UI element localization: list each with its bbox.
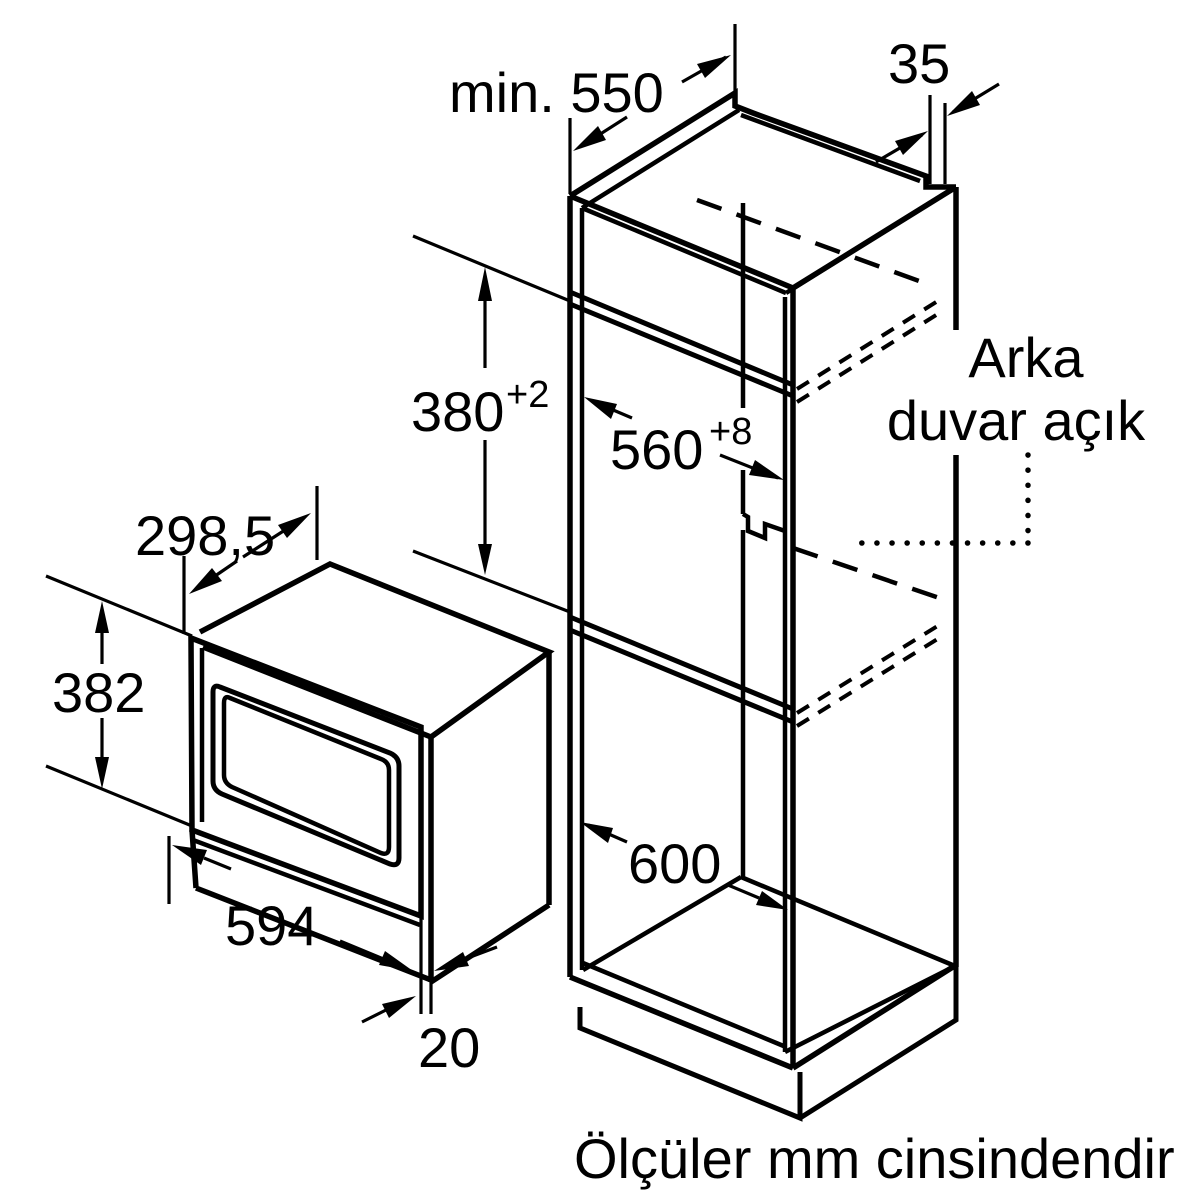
rear-gap-lines <box>875 82 1000 164</box>
arrowhead <box>478 267 492 301</box>
half-depth-ticks <box>182 486 319 634</box>
door-window-inner <box>221 694 392 856</box>
appliance-height-extension-lines <box>45 574 193 828</box>
dimension-cabinet-width: 600 <box>580 822 788 910</box>
appliance-width-lines <box>203 856 387 962</box>
arrowhead <box>278 513 311 538</box>
arrowhead <box>95 757 109 789</box>
arrowhead <box>697 55 731 78</box>
microwave-body-right-side <box>428 652 552 985</box>
open-back-label-line2: duvar açık <box>887 389 1146 452</box>
cabinet-plinth <box>577 966 959 1122</box>
dimension-appliance-height: 382 <box>45 574 193 828</box>
cabinet-inner-frame <box>579 108 946 1052</box>
niche-width-label: 560 <box>610 418 703 481</box>
niche-height-label: 380 <box>411 380 504 443</box>
arrowhead <box>382 996 416 1018</box>
niche-floor-rear-edge <box>741 512 786 542</box>
dimension-half-depth: 298,5 <box>135 486 319 634</box>
cabinet-front-top-edge <box>568 193 795 291</box>
arrowhead <box>95 601 109 633</box>
dimension-niche-width: 560 +8 <box>584 397 784 481</box>
arrowhead <box>584 397 617 419</box>
cabinet-bottom-edges <box>568 962 958 1071</box>
hidden-shelf-side-edges <box>795 297 946 728</box>
niche-width-tolerance: +8 <box>709 411 752 453</box>
door-overhang-label: 20 <box>418 1016 480 1079</box>
units-caption: Ölçüler mm cinsindendir <box>574 1127 1175 1190</box>
arrowhead <box>172 845 207 865</box>
microwave-door-inner-edges <box>192 648 421 928</box>
door-window-outer <box>210 683 402 868</box>
dimension-appliance-width: 594 <box>167 836 413 971</box>
niche-floor-edge <box>569 614 794 725</box>
dimension-min-depth: min. 550 <box>449 24 737 194</box>
arrowhead <box>379 951 413 971</box>
appliance-width-label: 594 <box>225 894 318 957</box>
niche-height-tolerance: +2 <box>506 374 549 416</box>
arrowhead <box>947 91 980 116</box>
cabinet-drawing <box>567 88 1031 1122</box>
appliance-height-label: 382 <box>52 661 145 724</box>
cabinet-width-label: 600 <box>628 832 721 895</box>
microwave-body-top <box>198 560 555 740</box>
cabinet-top-outline <box>568 88 956 199</box>
rear-gap-ticks <box>928 95 947 184</box>
dimension-door-overhang: 20 <box>361 945 498 1079</box>
hidden-shelf-back-edges <box>696 197 949 604</box>
rear-gap-label: 35 <box>888 32 950 95</box>
niche-ceiling-edge <box>569 289 794 399</box>
min-depth-label: min. 550 <box>449 61 664 124</box>
dimension-rear-gap: 35 <box>875 32 1000 184</box>
cabinet-floor-edges <box>581 874 957 1055</box>
arrowhead <box>749 460 784 480</box>
dimension-niche-height: 380 +2 <box>411 234 571 614</box>
niche-height-extension-lines <box>412 234 571 614</box>
arrowhead <box>478 544 492 575</box>
door-edge-extension-ticks <box>419 916 433 1014</box>
arrowhead <box>189 568 222 594</box>
open-back-annotation: Arka duvar açık <box>887 326 1146 452</box>
half-depth-label: 298,5 <box>135 504 275 567</box>
arrowhead <box>756 891 788 910</box>
open-back-leader-line <box>857 452 1031 546</box>
arrowhead <box>895 131 928 155</box>
min-depth-ticks <box>568 24 737 194</box>
arrowhead <box>434 952 469 971</box>
arrowhead <box>573 126 606 151</box>
open-back-label-line1: Arka <box>968 326 1084 389</box>
arrowhead <box>580 822 613 843</box>
microwave-drawing <box>188 560 555 1014</box>
